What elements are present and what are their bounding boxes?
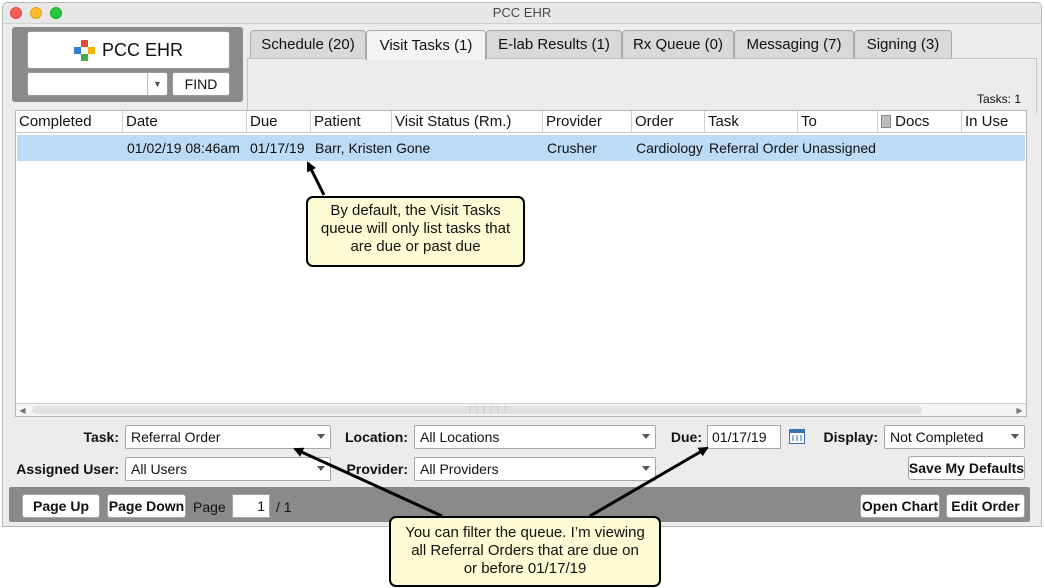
cell-task: Referral Order [709, 140, 799, 156]
dropdown-arrow-icon [642, 434, 650, 439]
tab-content-header [247, 58, 1037, 113]
display-filter-select[interactable]: Not Completed [884, 425, 1025, 449]
tab-rx-queue[interactable]: Rx Queue (0) [622, 30, 734, 58]
column-due[interactable]: Due [247, 111, 311, 133]
cell-due: 01/17/19 [250, 140, 305, 156]
assigned-user-select[interactable]: All Users [125, 457, 331, 481]
column-in-use[interactable]: In Use [965, 113, 1009, 130]
dropdown-arrow-icon [1011, 434, 1019, 439]
tab-signing[interactable]: Signing (3) [854, 30, 952, 58]
display-filter-value: Not Completed [890, 429, 984, 445]
save-my-defaults-button[interactable]: Save My Defaults [908, 456, 1025, 480]
due-date-input[interactable]: 01/17/19 [707, 425, 781, 449]
callout-default-queue: By default, the Visit Tasks queue will o… [306, 196, 525, 267]
cell-provider: Crusher [547, 140, 597, 156]
dropdown-arrow-icon [317, 434, 325, 439]
grip-icon: ⋮⋮⋮⋮⋮⋮ [466, 405, 509, 414]
scrollbar-thumb[interactable] [32, 406, 922, 414]
window-title: PCC EHR [492, 5, 552, 20]
table-header: Completed Date Due Patient Visit Status … [16, 111, 1026, 133]
task-filter-select[interactable]: Referral Order [125, 425, 331, 449]
pcc-ehr-button[interactable]: PCC EHR [27, 31, 230, 69]
tab-visit-tasks[interactable]: Visit Tasks (1) [366, 30, 486, 60]
logo-panel: PCC EHR ▼ FIND [12, 27, 243, 102]
page-number-input[interactable]: 1 [232, 494, 270, 518]
column-visit-status[interactable]: Visit Status (Rm.) [392, 111, 543, 133]
column-docs-label: Docs [895, 113, 930, 130]
provider-filter-label: Provider: [346, 461, 408, 477]
find-button[interactable]: FIND [172, 72, 230, 96]
location-filter-label: Location: [345, 429, 408, 445]
column-provider[interactable]: Provider [543, 111, 632, 133]
task-filter-label: Task: [83, 429, 119, 445]
location-filter-value: All Locations [420, 429, 500, 445]
tab-schedule[interactable]: Schedule (20) [250, 30, 366, 58]
assigned-user-label: Assigned User: [16, 461, 119, 477]
calendar-icon[interactable] [789, 429, 805, 444]
provider-filter-value: All Providers [420, 461, 499, 477]
column-task[interactable]: Task [705, 111, 798, 133]
due-filter-label: Due: [670, 429, 702, 445]
page-up-button[interactable]: Page Up [22, 494, 100, 518]
minimize-window-button[interactable] [30, 7, 42, 19]
column-patient[interactable]: Patient [311, 111, 392, 133]
callout-line: By default, the Visit Tasks [330, 202, 501, 219]
tab-e-lab-results[interactable]: E-lab Results (1) [486, 30, 622, 58]
callout-line: all Referral Orders that are due on [411, 542, 639, 559]
location-filter-select[interactable]: All Locations [414, 425, 656, 449]
pcc-logo-icon [73, 40, 95, 61]
column-to[interactable]: To [798, 111, 878, 133]
tasks-count: Tasks: 1 [976, 92, 1021, 106]
title-bar: PCC EHR [3, 3, 1041, 24]
edit-order-button[interactable]: Edit Order [946, 494, 1025, 518]
dropdown-arrow-icon [642, 466, 650, 471]
open-chart-button[interactable]: Open Chart [860, 494, 940, 518]
dropdown-arrow-icon[interactable]: ▼ [147, 73, 167, 95]
patient-search-combo[interactable]: ▼ [27, 72, 168, 96]
page-down-button[interactable]: Page Down [107, 494, 186, 518]
callout-line: You can filter the queue. I’m viewing [405, 524, 645, 541]
column-date[interactable]: Date [123, 111, 247, 133]
document-icon [881, 115, 891, 128]
dropdown-arrow-icon [317, 466, 325, 471]
provider-filter-select[interactable]: All Providers [414, 457, 656, 481]
table-row[interactable]: 01/02/19 08:46am 01/17/19 Barr, Kristen … [17, 135, 1025, 161]
display-filter-label: Display: [823, 429, 878, 445]
callout-line: are due or past due [350, 238, 481, 255]
column-docs[interactable]: Docs [878, 111, 962, 133]
scroll-left-icon[interactable]: ◀ [19, 405, 26, 415]
column-completed[interactable]: Completed [16, 111, 123, 133]
close-window-button[interactable] [10, 7, 22, 19]
callout-line: queue will only list tasks that [320, 220, 511, 237]
assigned-user-value: All Users [131, 461, 188, 477]
page-label: Page [193, 499, 226, 515]
scroll-right-icon[interactable]: ▶ [1016, 405, 1023, 415]
cell-order: Cardiology [636, 140, 703, 156]
cell-visit-status: Gone [396, 140, 431, 156]
logo-label: PCC EHR [101, 39, 183, 60]
tab-messaging[interactable]: Messaging (7) [734, 30, 854, 58]
cell-patient: Barr, Kristen [315, 140, 393, 156]
zoom-window-button[interactable] [50, 7, 62, 19]
horizontal-scrollbar[interactable]: ◀ ⋮⋮⋮⋮⋮⋮ ▶ [16, 403, 1026, 416]
cell-date: 01/02/19 08:46am [127, 140, 240, 156]
column-order[interactable]: Order [632, 111, 705, 133]
task-filter-value: Referral Order [131, 429, 221, 445]
callout-filter-queue: You can filter the queue. I’m viewing al… [389, 516, 661, 587]
page-total: / 1 [276, 499, 292, 515]
callout-line: or before 01/17/19 [463, 560, 587, 577]
cell-to: Unassigned [802, 140, 876, 156]
